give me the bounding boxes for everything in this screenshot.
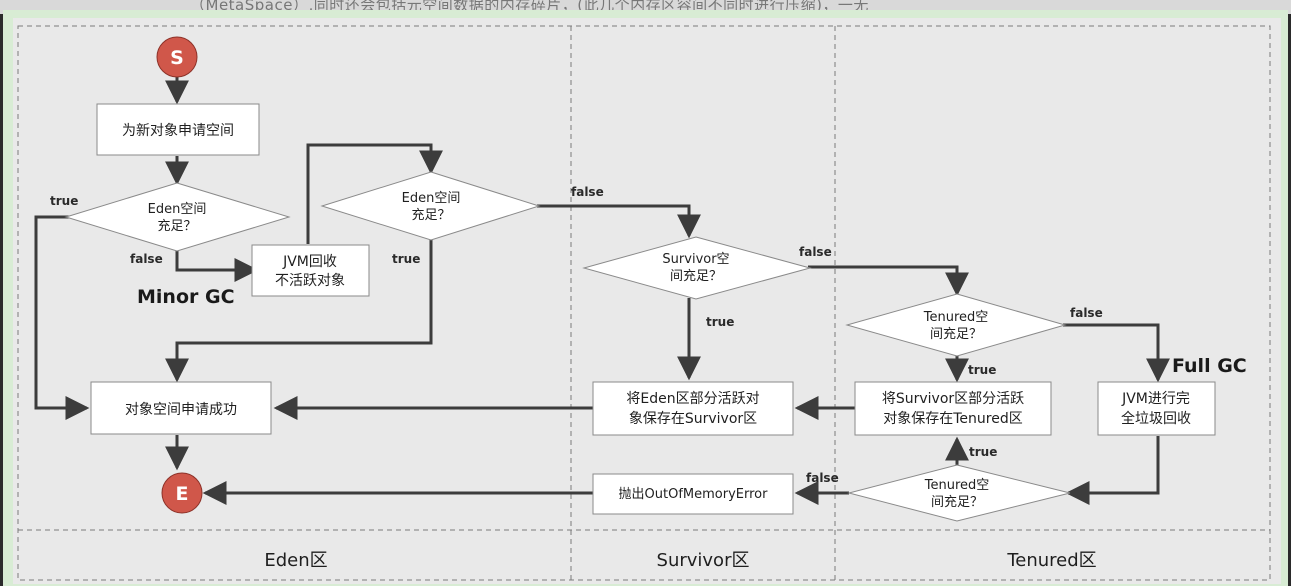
region-borders: [17, 25, 1271, 581]
edge-label-eden1-true: true: [50, 194, 78, 208]
edge-label-survivor-true: true: [706, 315, 734, 329]
eden-decision-2: [320, 171, 541, 241]
jvm-recycle-label-2: 不活跃对象: [275, 273, 345, 289]
minor-gc-annotation: Minor GC: [137, 286, 235, 308]
move-to-survivor-box: [592, 381, 794, 436]
alloc-label: 为新对象申请空间: [122, 123, 234, 139]
tenured2-label-2: 间充足？: [931, 494, 983, 510]
oom-box: [592, 473, 794, 515]
end-label: E: [176, 483, 189, 505]
tenured1-label-2: 间充足？: [930, 326, 982, 342]
end-node: E: [161, 472, 203, 514]
edge-label-tenured2-true: true: [969, 445, 997, 459]
edge-label-eden2-false: false: [571, 185, 604, 199]
success-label: 对象空间申请成功: [125, 402, 237, 418]
tenured1-label-1: Tenured空: [923, 310, 989, 325]
edge-label-eden1-false: false: [130, 252, 163, 266]
region-label-tenured: Tenured区: [1006, 550, 1096, 571]
move-survivor-label-2: 象保存在Survivor区: [629, 411, 757, 427]
move-survivor-label-1: 将Eden区部分活跃对: [626, 391, 759, 407]
tenured-decision-1: [845, 293, 1067, 357]
eden2-label-1: Eden空间: [402, 191, 461, 206]
full-gc-box: [1097, 381, 1216, 436]
jvm-recycle-box: [251, 244, 370, 297]
edge-label-tenured1-false: false: [1070, 306, 1103, 320]
region-label-survivor: Survivor区: [657, 550, 750, 571]
survivor-decision: [582, 236, 812, 300]
eden1-label-2: 充足？: [157, 218, 196, 234]
edge-tenured1-false-fullgc: [1063, 323, 1170, 383]
move-tenured-label-1: 将Survivor区部分活跃: [882, 391, 1024, 407]
success-box: [90, 381, 272, 435]
edge-eden1-true-success: [34, 215, 90, 420]
eden2-label-2: 充足？: [411, 207, 450, 223]
outer-dashed-border: [17, 25, 1271, 581]
edge-label-tenured1-true: true: [968, 363, 996, 377]
edge-eden1-false-jvm: [175, 250, 259, 282]
eden-decision-1: [64, 182, 291, 252]
edge-jvm-to-eden2: [306, 143, 443, 244]
tenured-decision-2: [847, 464, 1071, 522]
edge-eden2-true-success: [165, 238, 433, 383]
edge-survivor-false-tenured1: [808, 265, 969, 297]
edge-eden2-false-survivor: [537, 204, 701, 239]
edge-fullgc-to-tenured2: [1065, 436, 1160, 505]
edge-label-eden2-true: true: [392, 252, 420, 266]
alloc-box: [96, 103, 260, 156]
tenured2-label-1: Tenured空: [924, 478, 990, 493]
connectors: [34, 76, 1170, 505]
start-label: S: [170, 47, 184, 69]
full-gc-label-1: JVM进行完: [1121, 391, 1190, 407]
survivor-label-2: 间充足？: [670, 268, 722, 284]
move-to-tenured-box: [854, 381, 1052, 436]
eden1-label-1: Eden空间: [148, 202, 207, 217]
start-node: S: [156, 36, 198, 78]
oom-label: 抛出OutOfMemoryError: [619, 487, 769, 502]
full-gc-annotation: Full GC: [1172, 355, 1247, 377]
edge-label-tenured2-false: false: [806, 471, 839, 485]
survivor-label-1: Survivor空: [662, 252, 729, 267]
jvm-recycle-label-1: JVM回收: [282, 254, 337, 270]
full-gc-label-2: 全垃圾回收: [1121, 410, 1191, 427]
edge-label-survivor-false: false: [799, 245, 832, 259]
region-label-eden: Eden区: [264, 550, 327, 571]
move-tenured-label-2: 对象保存在Tenured区: [883, 411, 1022, 427]
